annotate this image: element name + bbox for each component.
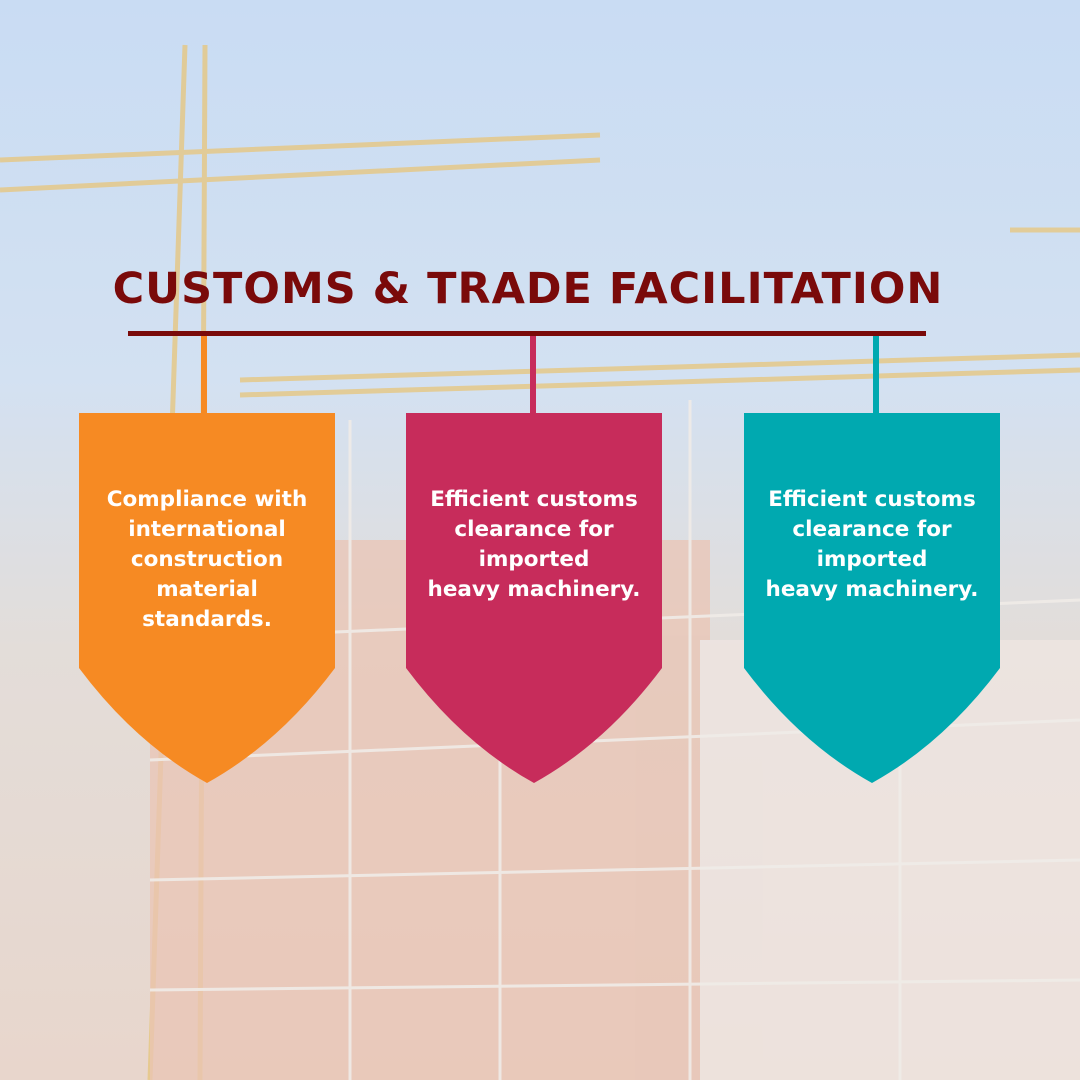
connector-magenta (530, 336, 536, 414)
card-customs-clearance: Efficient customs clearance for imported… (406, 413, 662, 783)
card-shape (406, 413, 662, 783)
card-text: Compliance with international constructi… (106, 487, 308, 632)
page-title: CUSTOMS & TRADE FACILITATION (112, 264, 944, 314)
card-text: Efficient customs clearance for imported… (765, 487, 979, 602)
connector-orange (201, 336, 207, 414)
connector-teal (873, 336, 879, 414)
card-text: Efficient customs clearance for imported… (427, 487, 641, 602)
title-underline (128, 331, 926, 336)
card-customs-clearance-2: Efficient customs clearance for imported… (744, 413, 1000, 783)
card-shape (744, 413, 1000, 783)
card-compliance: Compliance with international constructi… (79, 413, 335, 783)
card-shape (79, 413, 335, 783)
